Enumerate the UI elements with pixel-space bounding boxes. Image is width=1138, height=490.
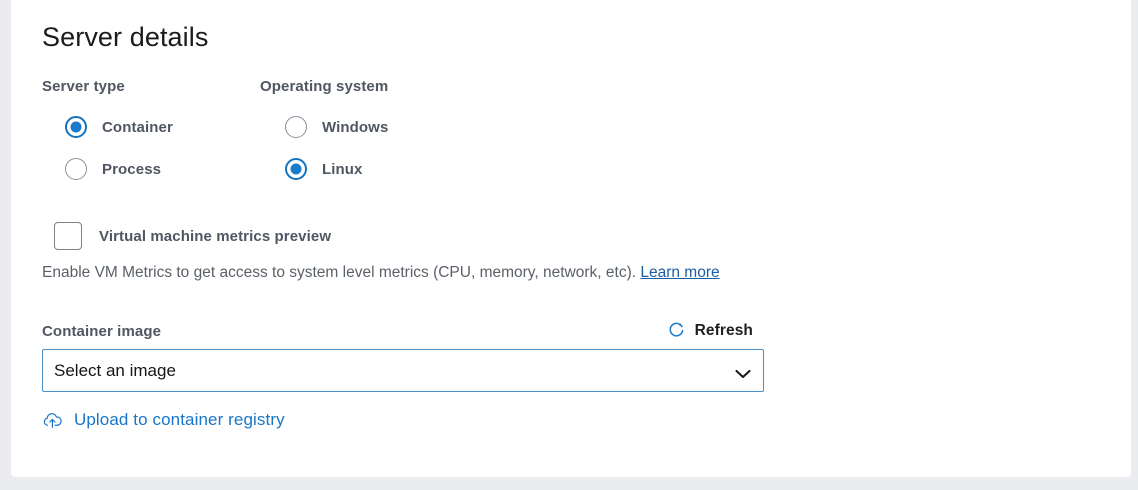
container-image-select[interactable]: Select an image — [42, 349, 764, 392]
checkbox-label-vm-metrics: Virtual machine metrics preview — [99, 227, 332, 245]
upload-link-label: Upload to container registry — [74, 410, 285, 429]
vm-metrics-helper-sentence: Enable VM Metrics to get access to syste… — [42, 264, 637, 281]
vm-metrics-helper-text: Enable VM Metrics to get access to syste… — [42, 263, 1131, 283]
page-title: Server details — [42, 22, 209, 52]
radio-option-container[interactable]: Container — [42, 112, 260, 142]
container-image-select-wrap: Select an image — [42, 349, 764, 392]
operating-system-label: Operating system — [260, 78, 389, 95]
radio-label-container: Container — [102, 118, 173, 136]
container-image-block: Container image Refresh Select an image — [42, 321, 1131, 430]
container-image-label: Container image — [42, 323, 162, 340]
radio-icon-linux[interactable] — [285, 158, 307, 180]
radio-label-windows: Windows — [322, 118, 389, 136]
operating-system-group: Operating system Windows Linux — [260, 78, 660, 184]
learn-more-link[interactable]: Learn more — [640, 264, 720, 281]
container-image-header: Container image Refresh — [42, 321, 764, 341]
server-type-label: Server type — [42, 78, 125, 95]
radio-label-process: Process — [102, 160, 162, 178]
cloud-upload-icon — [42, 411, 63, 429]
radio-icon-windows[interactable] — [285, 116, 307, 138]
vm-metrics-checkbox-row[interactable]: Virtual machine metrics preview — [42, 222, 1131, 250]
operating-system-options: Windows Linux — [260, 112, 660, 184]
radio-icon-container[interactable] — [65, 116, 87, 138]
upload-to-container-registry-link[interactable]: Upload to container registry — [42, 410, 285, 430]
refresh-icon — [667, 321, 686, 340]
radio-label-linux: Linux — [322, 160, 363, 178]
server-type-group: Server type Container Process — [42, 78, 260, 184]
server-details-card: Server details Server type Container Pro… — [11, 0, 1131, 477]
radio-groups-container: Server type Container Process — [42, 78, 1131, 184]
radio-icon-process[interactable] — [65, 158, 87, 180]
checkbox-icon-vm-metrics[interactable] — [54, 222, 82, 250]
radio-option-windows[interactable]: Windows — [260, 112, 660, 142]
radio-option-linux[interactable]: Linux — [260, 154, 660, 184]
refresh-button[interactable]: Refresh — [667, 321, 753, 340]
server-type-options: Container Process — [42, 112, 260, 184]
refresh-label: Refresh — [694, 321, 753, 339]
radio-option-process[interactable]: Process — [42, 154, 260, 184]
